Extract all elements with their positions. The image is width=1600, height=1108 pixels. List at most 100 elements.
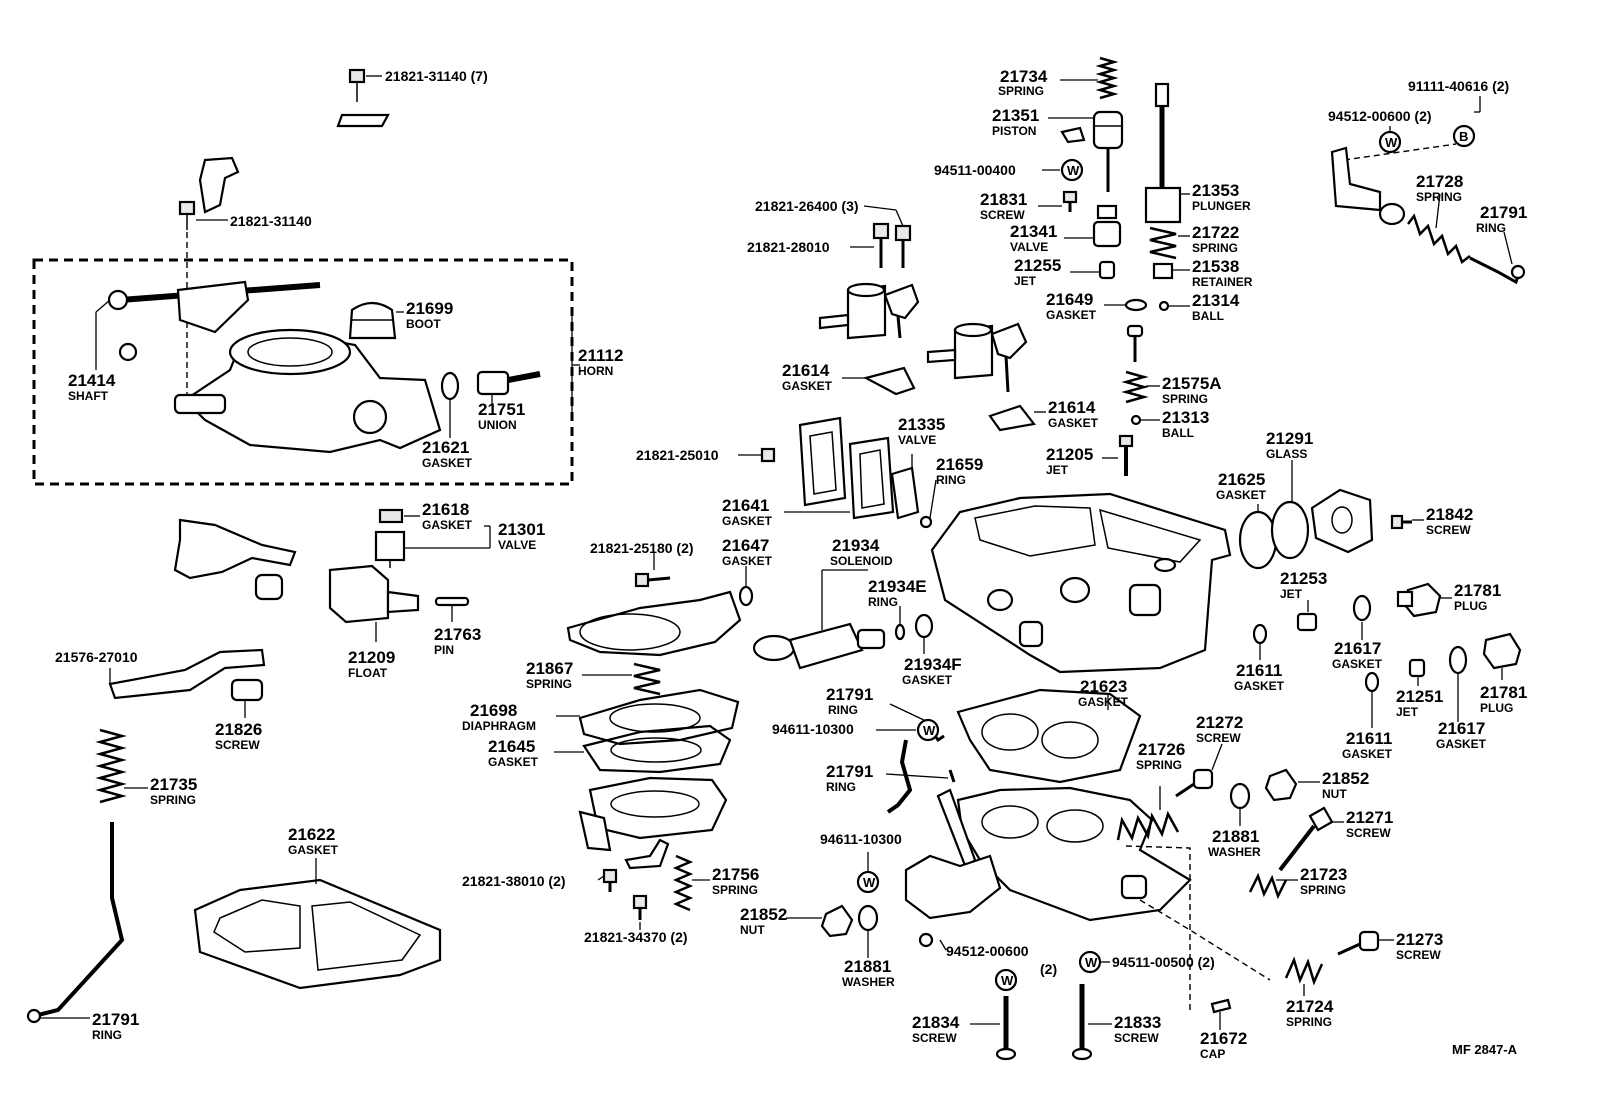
screw-21821-25010 [760, 447, 776, 463]
label-21756-name: SPRING [712, 883, 758, 897]
label-21833-name: SCREW [1114, 1031, 1159, 1045]
label-21781-b-name: PLUG [1480, 701, 1513, 715]
label-21622: 21622 [288, 825, 335, 844]
label-21791-c: 21791 [826, 762, 873, 781]
screw-21833 [1071, 984, 1093, 1061]
glass-21291 [1270, 500, 1310, 560]
label-21253-name: JET [1280, 587, 1303, 601]
boot-21699 [348, 301, 397, 340]
gasket-21641 [798, 416, 895, 520]
label-21826: 21826 [215, 720, 262, 739]
washer-94611-10300-a [916, 718, 940, 742]
label-21614-a-name: GASKET [782, 379, 833, 393]
label-21622-name: GASKET [288, 843, 339, 857]
label-21621: 21621 [422, 438, 469, 457]
label-21763: 21763 [434, 625, 481, 644]
lever-bracket [173, 518, 297, 601]
link-rod [886, 739, 913, 814]
label-21698-name: DIAPHRAGM [462, 719, 536, 733]
washer-symbol-f: W [1085, 955, 1098, 970]
label-21763-name: PIN [434, 643, 454, 657]
label-21821-38010-2: 21821-38010 (2) [462, 873, 566, 889]
label-21575A: 21575A [1162, 374, 1222, 393]
jet-21205 [1118, 434, 1134, 476]
label-21614-a: 21614 [782, 361, 830, 380]
gasket-21645 [582, 724, 732, 774]
label-21647-name: GASKET [722, 554, 773, 568]
label-21726-name: SPRING [1136, 758, 1182, 772]
label-21112: 21112 [578, 346, 623, 365]
label-21852-a-name: NUT [740, 923, 765, 937]
label-21821-25010: 21821-25010 [636, 447, 719, 463]
label-21341: 21341 [1010, 222, 1057, 241]
ring-21934E [894, 623, 906, 641]
screw-21272 [1175, 768, 1214, 798]
label-21414: 21414 [68, 371, 116, 390]
label-21251-name: JET [1396, 705, 1419, 719]
label-21538-name: RETAINER [1192, 275, 1253, 289]
valve-21335 [890, 466, 920, 520]
union-21751 [476, 370, 541, 396]
label-21831-name: SCREW [980, 208, 1025, 222]
washer-symbol-b: W [1385, 135, 1398, 150]
label-21255-name: JET [1014, 274, 1037, 288]
label-21831: 21831 [980, 190, 1027, 209]
jet-21253 [1296, 612, 1318, 632]
accel-pump-body-b [926, 322, 1028, 393]
label-21335: 21335 [898, 415, 945, 434]
label-21611-a: 21611 [1236, 661, 1282, 680]
spring-21734 [1095, 56, 1119, 100]
label-21353-name: PLUNGER [1192, 199, 1251, 213]
label-94512-00600-a: 94512-00600 [946, 943, 1029, 959]
spring-21728 [1407, 213, 1471, 265]
label-21649: 21649 [1046, 290, 1093, 309]
label-21251: 21251 [1396, 687, 1443, 706]
label-21842-name: SCREW [1426, 523, 1471, 537]
washer-94512-00600-b [1378, 130, 1402, 154]
label-21672-name: CAP [1200, 1047, 1225, 1061]
label-21205-name: JET [1046, 463, 1069, 477]
label-21735-name: SPRING [150, 793, 196, 807]
label-21834-name: SCREW [912, 1031, 957, 1045]
label-21611-b-name: GASKET [1342, 747, 1393, 761]
label-94611-10300-b: 94611-10300 [820, 831, 902, 847]
float-21209 [328, 564, 420, 624]
cap-21672 [1210, 998, 1232, 1014]
label-21617-a: 21617 [1334, 639, 1381, 658]
label-21271: 21271 [1346, 808, 1393, 827]
nut-21852-b [1264, 768, 1298, 802]
label-21621-name: GASKET [422, 456, 473, 470]
label-21791-a: 21791 [92, 1010, 139, 1029]
glass-retainer [1310, 488, 1374, 554]
bracket [198, 156, 240, 214]
label-21641-name: GASKET [722, 514, 773, 528]
label-21699: 21699 [406, 299, 453, 318]
label-21209-name: FLOAT [348, 666, 388, 680]
screws-21821-26400 [872, 222, 912, 268]
label-21734: 21734 [1000, 67, 1048, 86]
label-21645-name: GASKET [488, 755, 539, 769]
washer-94512-00600-a [994, 968, 1018, 992]
label-21724: 21724 [1286, 997, 1334, 1016]
label-21353: 21353 [1192, 181, 1239, 200]
label-21314-name: BALL [1192, 309, 1224, 323]
washer-94511-00400 [1060, 158, 1084, 182]
label-21112-name: HORN [578, 364, 613, 378]
needle-valve-21301 [374, 508, 406, 568]
label-94512-00600-2: 94512-00600 (2) [1328, 108, 1432, 124]
label-21852-b-name: NUT [1322, 787, 1347, 801]
washer-symbol-a: W [1067, 163, 1080, 178]
label-21351-name: PISTON [992, 124, 1036, 138]
label-21271-name: SCREW [1346, 826, 1391, 840]
label-21728: 21728 [1416, 172, 1463, 191]
label-21934F-name: GASKET [902, 673, 953, 687]
screw-21834 [995, 996, 1017, 1061]
gasket-21614-b [988, 404, 1036, 432]
spring-21724 [1284, 956, 1324, 986]
label-21641: 21641 [722, 496, 769, 515]
label-21791-a-name: RING [92, 1028, 122, 1042]
label-21576-27010: 21576-27010 [55, 649, 138, 665]
ball-21313 [1130, 414, 1142, 426]
